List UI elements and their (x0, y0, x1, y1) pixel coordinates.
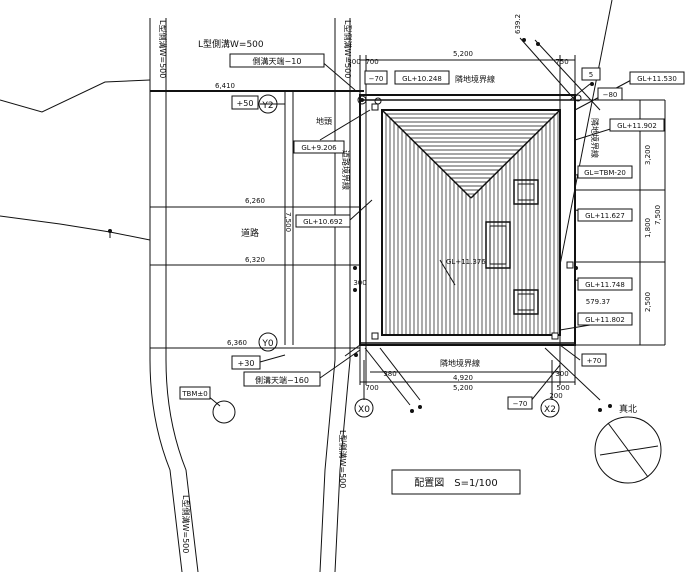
dim-5: 5 (589, 71, 593, 79)
level-gl-11748: GL+11.748 (585, 281, 625, 289)
sokkou-top-label: 側溝天端−10 (253, 56, 302, 66)
road-lines (0, 18, 364, 572)
dim-6392: 639.2 (514, 14, 522, 34)
dim-6320: 6,320 (245, 256, 265, 264)
level-gl-11802: GL+11.802 (585, 316, 625, 324)
dim-1800: 1,800 (644, 218, 652, 238)
roof-hatch (385, 111, 559, 335)
level-m70-top: −70 (369, 75, 384, 83)
neighbor-bottom-label: 隣地境界線 (440, 358, 480, 368)
dim-300-bottom: 300 (555, 370, 568, 378)
grid-mark-y2: Y2 (261, 101, 273, 111)
boxed-labels: 側溝天端−10 +50 GL+9.206 GL+10.692 −70 GL+10… (229, 53, 685, 410)
level-p70: +70 (587, 357, 602, 365)
dim-7500: 7,500 (284, 212, 292, 232)
dim-700-bottom: 700 (365, 384, 378, 392)
level-gl-9206: GL+9.206 (301, 144, 337, 152)
level-m80: −80 (603, 91, 618, 99)
dim-5200-bottom: 5,200 (453, 384, 473, 392)
sokkou-w-top-vert-label: L型側溝W=500 (343, 20, 353, 78)
level-m70-bottom: −70 (513, 400, 528, 408)
dim-57937: 579.37 (586, 298, 611, 306)
road-label: 道路 (241, 227, 259, 239)
level-gl-10248: GL+10.248 (402, 75, 442, 83)
dim-6360: 6,360 (227, 339, 247, 347)
grid-mark-x2: X2 (544, 405, 556, 415)
dim-4920: 4,920 (453, 374, 473, 382)
tbm-label: TBM±0 (181, 390, 207, 398)
house-roof (371, 103, 574, 340)
dim-7500-right: 7,500 (654, 205, 662, 225)
grid-mark-x0: X0 (358, 405, 370, 415)
level-gl-11627: GL+11.627 (585, 212, 625, 220)
dim-6260: 6,260 (245, 197, 265, 205)
level-gl-10692: GL+10.692 (303, 218, 343, 226)
survey-points (353, 38, 612, 413)
neighbor-right-label: 隣地境界線 (590, 118, 600, 158)
level-gl-11376: GL+11.376 (446, 258, 486, 266)
dim-380: 380 (383, 370, 396, 378)
drawing-title: 配置図 S=1/100 (414, 477, 498, 489)
grid-mark-y0: Y0 (261, 339, 273, 349)
dim-200-bottom: 200 (549, 392, 562, 400)
dim-2500: 2,500 (644, 292, 652, 312)
sokkou-w-center-label: L型側溝W=500 (338, 430, 348, 488)
plain-labels: L型側溝W=500 地頭 道路 隣地境界線 隣地境界線 GL+11.376 L型… (158, 14, 662, 553)
north-label: 真北 (619, 403, 637, 415)
level-p30: +30 (238, 359, 255, 368)
jichou-label: 地頭 (316, 116, 332, 126)
road-boundary-label: 道路境界線 (341, 150, 351, 190)
sokkou-w-left-label: L型側溝W=500 (158, 20, 168, 78)
dim-3200: 3,200 (644, 145, 652, 165)
lot-boundary (359, 94, 576, 346)
north-arrow: 真北 (594, 403, 662, 484)
dim-300-top: 300 (347, 58, 360, 66)
title-block: 配置図 S=1/100 (391, 469, 521, 495)
level-gl-11530: GL+11.530 (637, 75, 677, 83)
neighbor-top-label: 隣地境界線 (455, 74, 495, 84)
sokkou-w-left-bottom-label: L型側溝W=500 (181, 495, 191, 553)
grid-marks: Y2 Y0 X0 X2 (258, 94, 560, 418)
level-gl-tbm: GL=TBM-20 (584, 169, 626, 177)
dim-6410: 6,410 (215, 82, 235, 90)
dim-300-mid: 300 (353, 279, 366, 287)
dim-500-bottom: 500 (556, 384, 569, 392)
tbm-marker: TBM±0 (179, 386, 236, 424)
dim-700-top: 700 (365, 58, 378, 66)
level-gl-11902: GL+11.902 (617, 122, 657, 130)
dim-750-top: 750 (555, 58, 568, 66)
sokkou-bottom-label: 側溝天端−160 (255, 375, 309, 385)
sokkou-w-top-label: L型側溝W=500 (198, 38, 264, 50)
dim-5200-top: 5,200 (453, 50, 473, 58)
level-p50: +50 (237, 99, 254, 108)
